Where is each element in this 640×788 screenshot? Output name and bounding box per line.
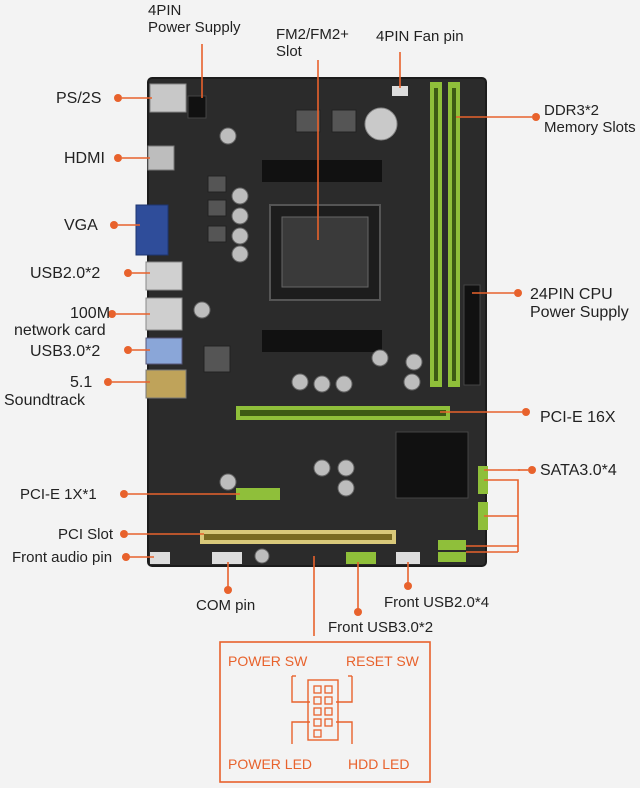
label-front-usb30: Front USB3.0*2 [328,619,434,636]
cmos-battery [364,107,398,141]
audio-jacks [145,369,187,399]
atx-24pin-connector [463,284,481,386]
usb30-ports [145,337,183,365]
motherboard [135,77,488,567]
front-panel-diagram [219,641,431,783]
label-ddr3-line2: Memory Slots [544,119,636,136]
label-front-usb20: Front USB2.0*4 [384,594,490,611]
label-front-audio: Front audio pin [12,549,113,566]
sata-port-2 [478,502,488,530]
label-vga: VGA [64,217,98,234]
label-sata: SATA3.0*4 [540,462,617,479]
label-hdd-led: HDD LED [348,756,410,772]
label-power-sw: POWER SW [228,653,308,669]
label-sound-line1: 5.1 [70,374,93,391]
front-usb20-header [396,552,420,564]
sata-port-4 [438,552,466,562]
hdmi-port [147,145,175,171]
label-hdmi: HDMI [64,150,105,167]
front-usb30-header [346,552,376,564]
label-sound-line2: Soundtrack [4,392,85,409]
usb20-ports [145,261,183,291]
ps2-port [149,83,187,113]
label-ps2: PS/2S [56,90,102,107]
sata-port-1 [478,466,488,494]
label-fan-pin: 4PIN Fan pin [376,28,464,45]
fan-connector [392,86,408,96]
label-pci-slot: PCI Slot [58,526,114,543]
label-ddr3-line1: DDR3*2 [544,102,600,119]
label-fm2-line1: FM2/FM2+ [276,26,349,43]
callout-dots [104,94,540,616]
label-network-line1: 100M [70,305,111,322]
front-audio-header [150,552,170,564]
label-reset-sw: RESET SW [346,653,419,669]
label-24pin-line2: Power Supply [530,304,629,321]
label-usb20: USB2.0*2 [30,265,101,282]
label-fm2-line2: Slot [276,43,302,60]
pcie1x-slot [236,488,280,500]
network-port [145,297,183,331]
label-4pin-line1: 4PIN [148,2,182,19]
label-pcie1x: PCI-E 1X*1 [20,486,97,503]
label-pcie16x: PCI-E 16X [540,409,616,426]
cpu-4pin-connector [187,95,207,119]
chipset-heatsink [395,431,469,499]
vga-port [135,204,169,256]
label-usb30: USB3.0*2 [30,343,101,360]
label-4pin-line2: Power Supply [148,19,241,36]
sata-port-3 [438,540,466,550]
label-com-pin: COM pin [196,597,256,614]
com-header [212,552,242,564]
label-power-led: POWER LED [228,756,313,772]
callout-lines [112,44,532,636]
label-24pin-line1: 24PIN CPU [530,286,613,303]
label-network-line2: network card [14,322,106,339]
